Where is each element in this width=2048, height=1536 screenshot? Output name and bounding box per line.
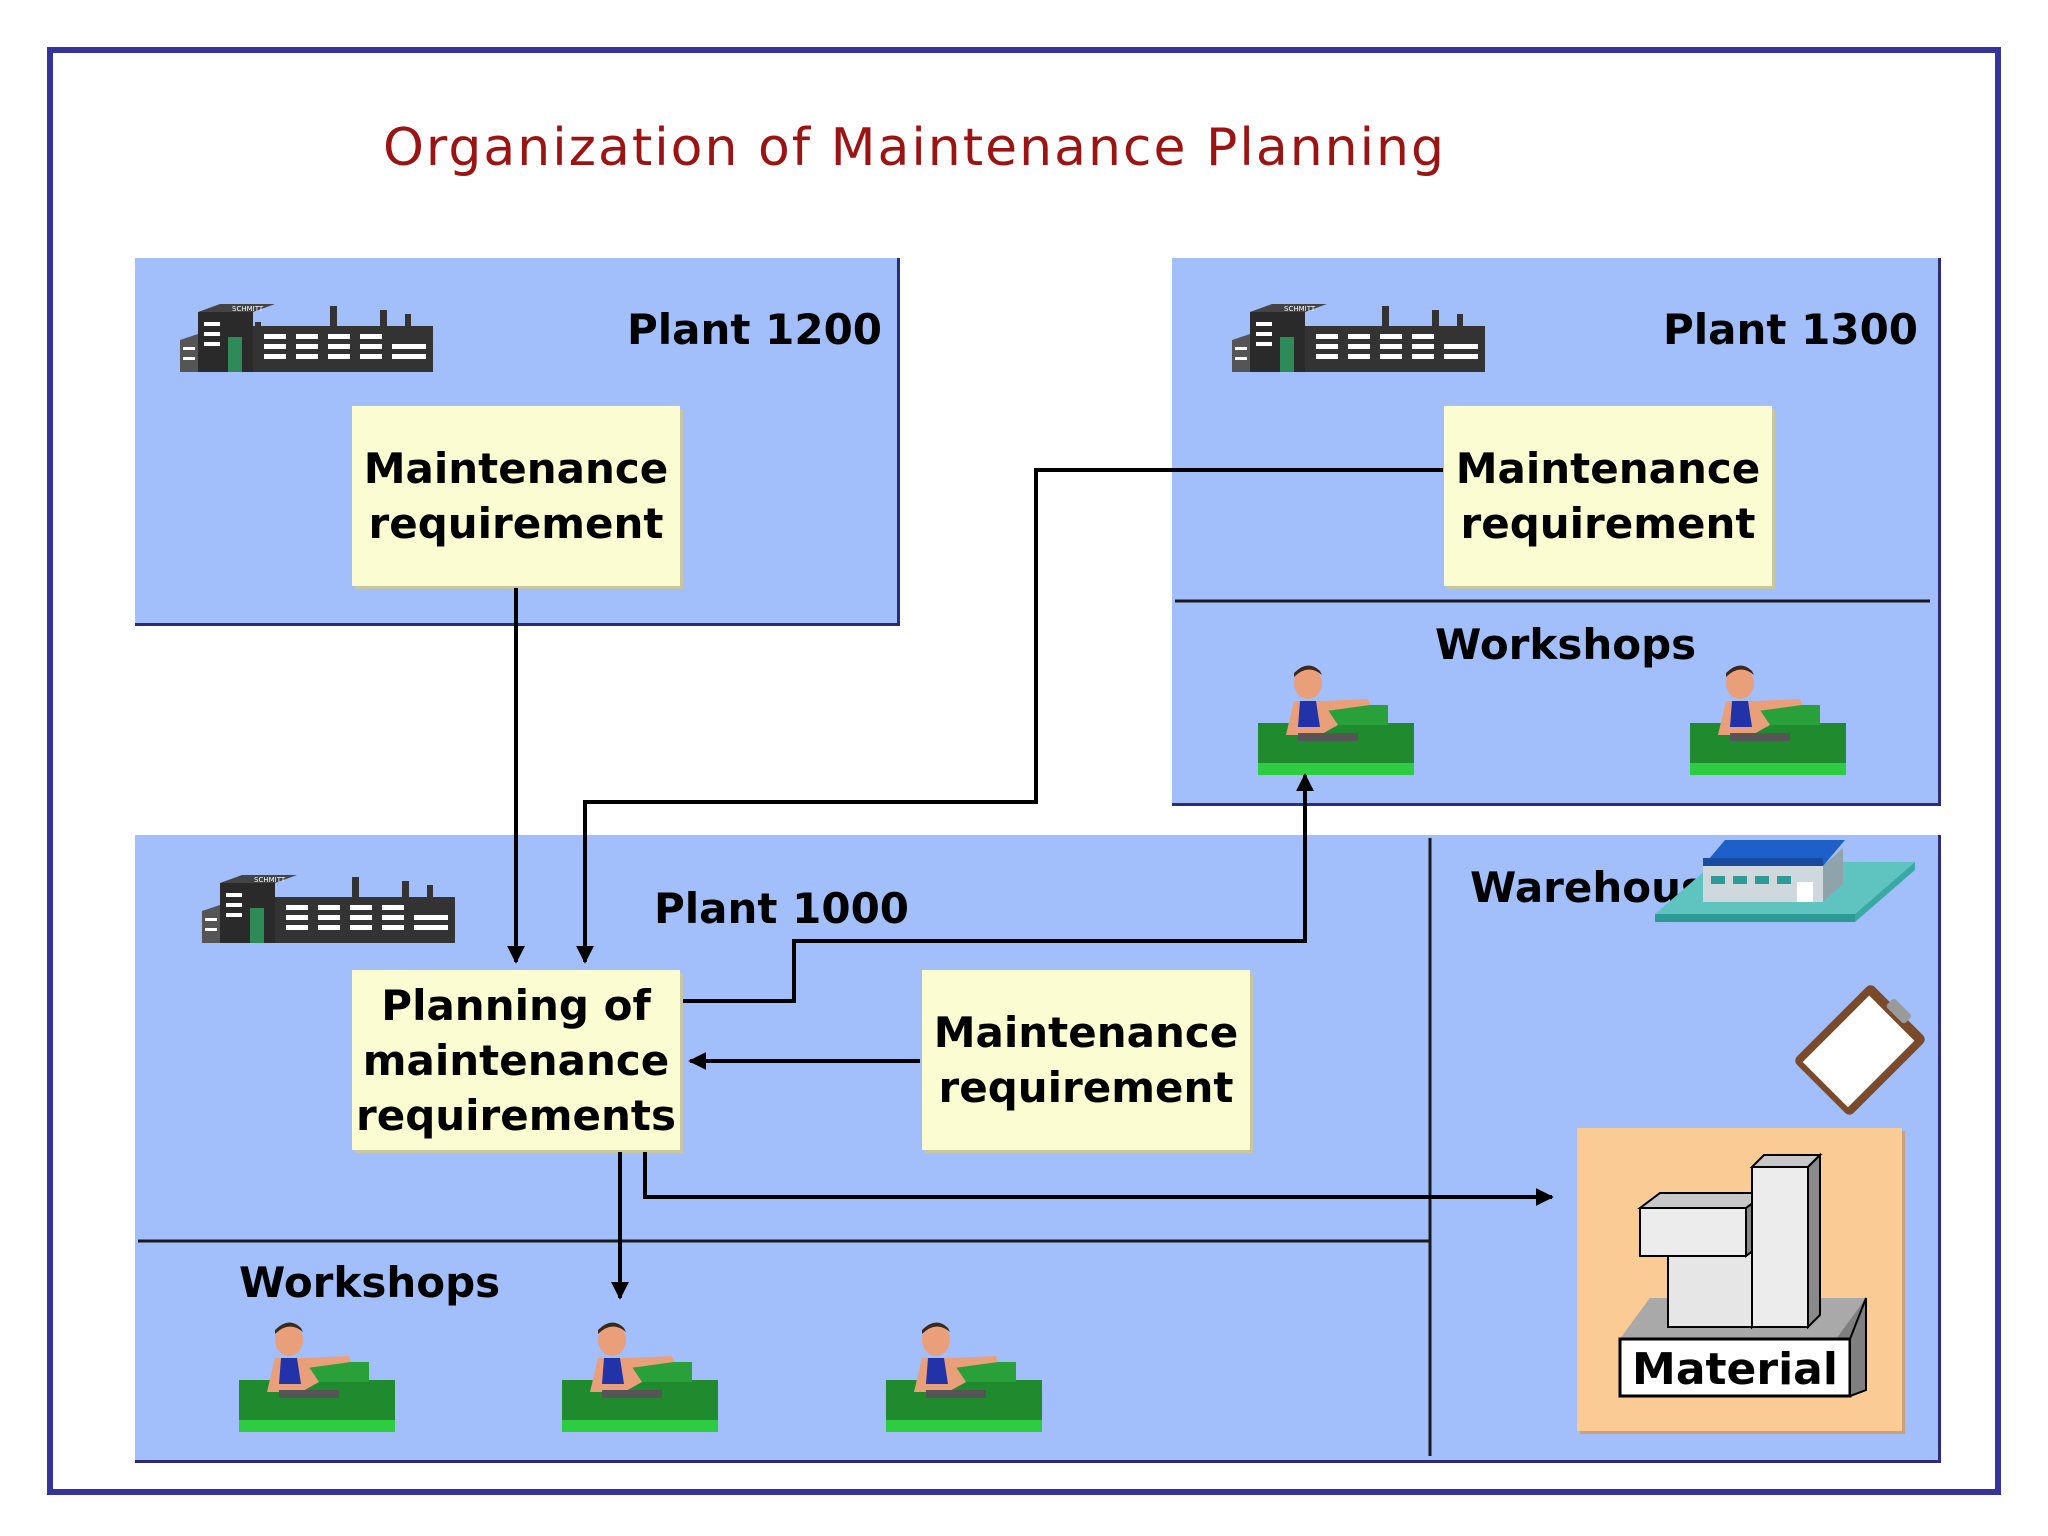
- arrow-planning-to-plant1300-workshops: [683, 773, 1314, 1003]
- plant-1200-label: Plant 1200: [627, 305, 883, 354]
- clipboard-icon: [1795, 985, 1925, 1115]
- plant-1300-requirement-box: Maintenance requirement: [1444, 406, 1772, 586]
- requirement-line-1: Maintenance: [363, 444, 669, 493]
- factory-icon: SCHMITT: [1232, 304, 1485, 372]
- plant-1000-requirement-box: Maintenance requirement: [922, 970, 1250, 1150]
- planning-line-1: Planning of: [381, 980, 651, 1030]
- requirement-line-2: requirement: [368, 499, 664, 548]
- planning-line-3: requirements: [356, 1090, 676, 1140]
- factory-icon: SCHMITT: [202, 875, 455, 943]
- planning-box: Planning of maintenance requirements: [352, 970, 680, 1150]
- plant-1300-workshops-label: Workshops: [1435, 620, 1697, 669]
- worker-icon: [562, 1322, 718, 1432]
- arrow-planning-to-material: [643, 1152, 1554, 1206]
- factory-sign: SCHMITT: [1284, 305, 1316, 313]
- requirement-line-1: Maintenance: [1455, 444, 1761, 493]
- worker-icon: [1690, 665, 1846, 775]
- warehouse-building-icon: [1655, 840, 1915, 922]
- diagram-title: Organization of Maintenance Planning: [383, 118, 1447, 178]
- plant-1200-requirement-box: Maintenance requirement: [352, 406, 680, 586]
- plant-1000-label: Plant 1000: [654, 884, 910, 933]
- arrow-plant1300-to-planning: [576, 468, 1443, 964]
- material-label: Material: [1632, 1344, 1838, 1395]
- requirement-line-1: Maintenance: [933, 1008, 1239, 1057]
- worker-icon: [239, 1322, 395, 1432]
- requirement-line-2: requirement: [938, 1063, 1234, 1112]
- requirement-line-2: requirement: [1460, 499, 1756, 548]
- factory-sign: SCHMITT: [254, 876, 286, 884]
- factory-icon: SCHMITT: [180, 304, 433, 372]
- factory-sign: SCHMITT: [232, 305, 264, 313]
- plant-1300-label: Plant 1300: [1663, 305, 1919, 354]
- worker-icon: [886, 1322, 1042, 1432]
- worker-icon: [1258, 665, 1414, 775]
- planning-line-2: maintenance: [362, 1035, 670, 1085]
- plant-1000-workshops-label: Workshops: [239, 1258, 501, 1307]
